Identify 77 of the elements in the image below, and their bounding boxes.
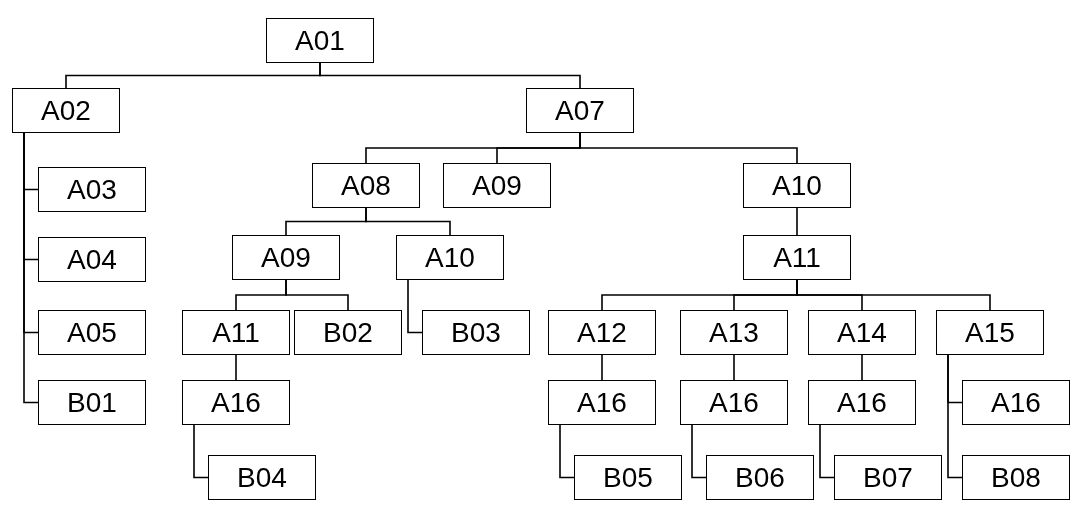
node-box (743, 163, 851, 208)
node-label: A09 (472, 169, 522, 202)
connector-line (407, 279, 423, 334)
connector-line (601, 354, 603, 381)
node-label: A11 (773, 241, 821, 274)
node-box (680, 310, 788, 355)
node-box (808, 310, 916, 355)
node-box (422, 310, 530, 355)
node-label: B01 (67, 386, 117, 419)
connector-line (285, 279, 349, 311)
node-label: B08 (991, 461, 1041, 494)
connector-line (235, 354, 237, 381)
node-box (38, 167, 146, 212)
connector-line (861, 354, 863, 381)
node-label: B04 (237, 461, 287, 494)
connector-line (796, 279, 991, 311)
node-label: B06 (735, 461, 785, 494)
node-box (182, 310, 290, 355)
node-label: A16 (577, 386, 627, 419)
node-label: A16 (991, 386, 1041, 419)
node-box (396, 235, 504, 280)
connector-line (796, 207, 798, 236)
connector-line (193, 424, 209, 479)
node-label: A09 (261, 241, 311, 274)
node-box (312, 163, 420, 208)
connector-line (559, 424, 575, 479)
node-box (680, 380, 788, 425)
node-box (548, 380, 656, 425)
node-box (182, 380, 290, 425)
node-box (808, 380, 916, 425)
connector-line (579, 132, 798, 164)
node-box (208, 455, 316, 500)
node-box (38, 310, 146, 355)
connector-line (947, 354, 963, 479)
node-label: A03 (67, 173, 117, 206)
node-label: A10 (772, 169, 822, 202)
node-label: A16 (211, 386, 261, 419)
node-label: A14 (837, 316, 887, 349)
node-label: A12 (577, 316, 627, 349)
node-label: A02 (41, 94, 91, 127)
node-label: A11 (212, 316, 260, 349)
connector-line (733, 354, 735, 381)
node-label: B03 (451, 316, 501, 349)
node-box (834, 455, 942, 500)
node-box (38, 237, 146, 282)
connector-line (691, 424, 707, 479)
node-label: B07 (863, 461, 913, 494)
node-box (232, 235, 340, 280)
node-box (12, 88, 120, 133)
node-box (526, 88, 634, 133)
node-box (574, 455, 682, 500)
node-label: A08 (341, 169, 391, 202)
node-box (294, 310, 402, 355)
node-box (548, 310, 656, 355)
node-label: A13 (709, 316, 759, 349)
connector-line (365, 207, 451, 236)
node-label: A16 (837, 386, 887, 419)
node-label: A01 (295, 24, 345, 57)
node-box (706, 455, 814, 500)
node-box (962, 380, 1070, 425)
node-label: A10 (425, 241, 475, 274)
node-label: A15 (965, 316, 1015, 349)
connector-line (819, 424, 835, 479)
node-box (443, 163, 551, 208)
node-box (743, 235, 851, 280)
node-label: A07 (555, 94, 605, 127)
connector-line (23, 132, 39, 404)
node-label: A16 (709, 386, 759, 419)
node-box (266, 18, 374, 63)
node-label: B02 (323, 316, 373, 349)
connector-line (319, 62, 581, 89)
node-box (936, 310, 1044, 355)
node-label: B05 (603, 461, 653, 494)
node-box (962, 455, 1070, 500)
node-label: A05 (67, 316, 117, 349)
node-box (38, 380, 146, 425)
node-label: A04 (67, 243, 117, 276)
